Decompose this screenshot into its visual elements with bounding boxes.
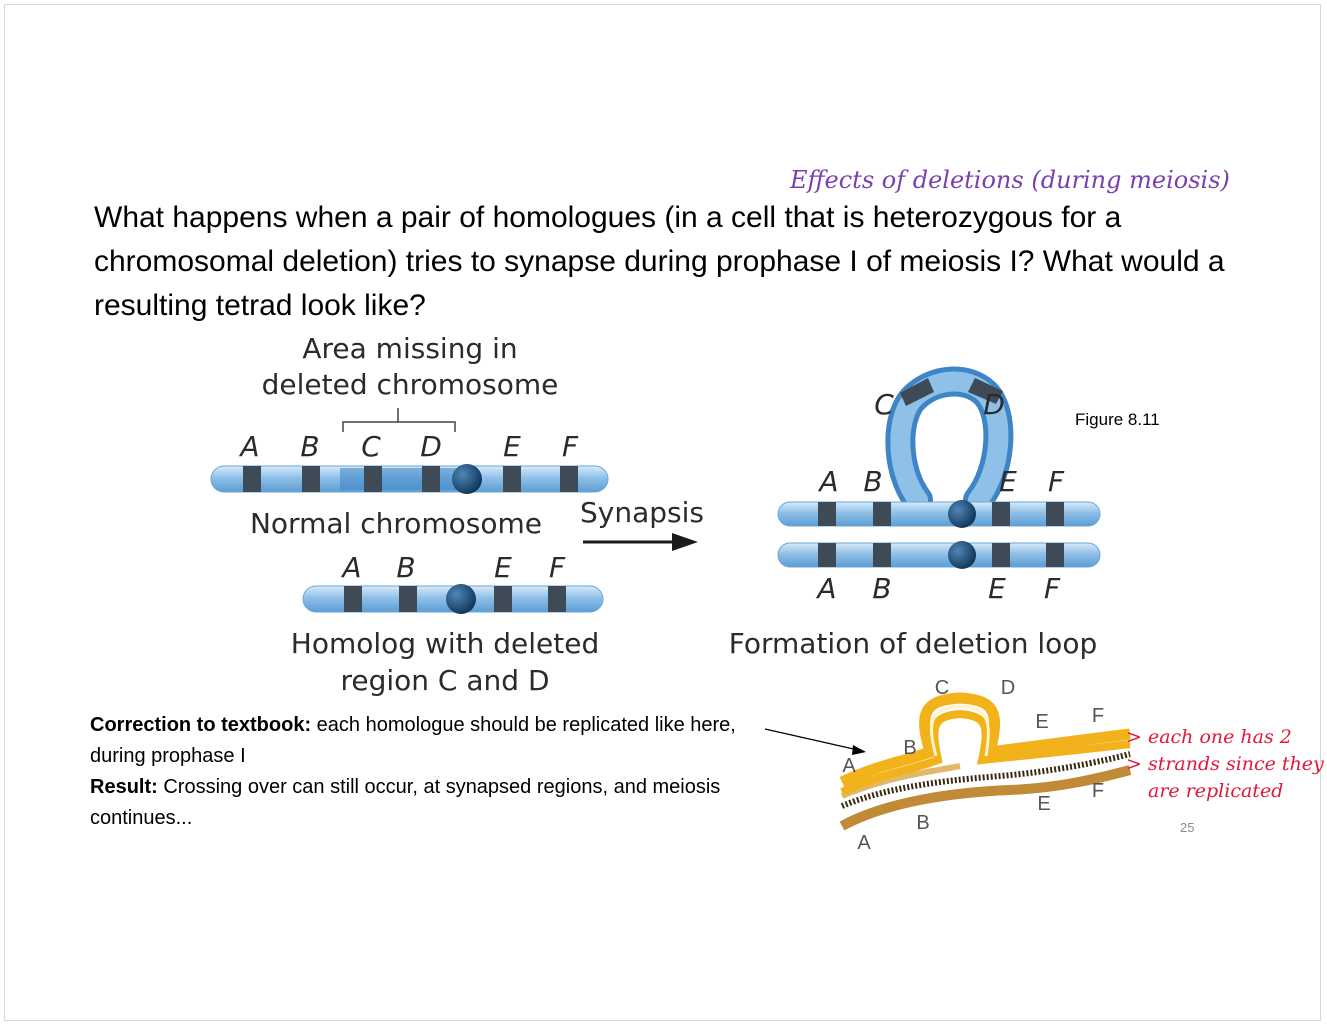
tetrad-gene-E-top: E: [1035, 711, 1048, 733]
loop-label: Formation of deletion loop: [729, 627, 1097, 660]
correction-note: Correction to textbook: each homologue s…: [90, 710, 760, 772]
gene-label-F: F: [562, 430, 579, 463]
handwritten-line-2: > strands since they: [1126, 753, 1324, 775]
synapsis-arrow: [583, 533, 698, 551]
paired-gene-A: A: [815, 572, 836, 605]
figure-label: Figure 8.11: [1075, 410, 1160, 429]
homolog-label-1: Homolog with deleted: [291, 627, 599, 660]
normal-chromosome-label: Normal chromosome: [250, 507, 542, 540]
notes: Correction to textbook: each homologue s…: [90, 710, 760, 834]
homolog-gene-E: E: [494, 551, 512, 584]
paired-gene-B: B: [872, 572, 891, 605]
gene-label-C: C: [361, 430, 381, 463]
loop-gene-D: D: [983, 388, 1005, 421]
homolog-gene-F: F: [549, 551, 566, 584]
tetrad-gene-F-bottom: F: [1092, 780, 1104, 802]
tetrad-gene-F-top: F: [1092, 705, 1104, 727]
handwritten-line-3: are replicated: [1148, 780, 1284, 802]
loop-gene-B: B: [863, 465, 882, 498]
handwritten-line-1: > each one has 2: [1126, 726, 1292, 748]
deleted-homolog: [302, 584, 604, 614]
tetrad-gene-A-top: A: [842, 755, 856, 777]
normal-chromosome: [210, 464, 609, 494]
result-heading: Result:: [90, 776, 158, 798]
tetrad-gene-D: D: [1001, 677, 1015, 699]
deletion-loop: [885, 366, 1014, 515]
gene-label-D: D: [420, 430, 442, 463]
slide: [4, 4, 1321, 1021]
paired-gene-E: E: [988, 572, 1006, 605]
missing-area-label-2: deleted chromosome: [262, 368, 559, 401]
question-text: What happens when a pair of homologues (…: [94, 201, 1225, 322]
tetrad-gene-B-bottom: B: [916, 812, 929, 834]
tetrad-gene-A-bottom: A: [857, 832, 871, 854]
tetrad-gene-E-bottom: E: [1037, 793, 1050, 815]
gene-label-E: E: [503, 430, 521, 463]
missing-area-label-1: Area missing in: [302, 332, 517, 365]
homolog-gene-B: B: [396, 551, 415, 584]
loop-gene-C: C: [874, 388, 894, 421]
annotation-title: Effects of deletions (during meiosis): [790, 166, 1230, 194]
homolog-label-2: region C and D: [340, 664, 549, 697]
paired-gene-F: F: [1044, 572, 1061, 605]
paired-chromosome-bottom: [777, 541, 1101, 569]
gene-label-A: A: [238, 430, 259, 463]
pointer-arrow: [764, 728, 866, 755]
replicated-tetrad: [839, 692, 1132, 831]
correction-heading: Correction to textbook:: [90, 714, 312, 736]
correction-text: each homologue should be replicated like…: [90, 714, 736, 767]
result-text: Crossing over can still occur, at synaps…: [90, 776, 721, 829]
tetrad-gene-B-top: B: [903, 737, 916, 759]
synapsis-label: Synapsis: [580, 496, 704, 529]
loop-gene-E: E: [999, 465, 1017, 498]
page-number: 25: [1180, 820, 1195, 835]
gene-label-B: B: [300, 430, 319, 463]
homolog-gene-A: A: [340, 551, 361, 584]
handwritten-note: > each one has 2 > strands since they ar…: [1126, 724, 1324, 805]
missing-area-bracket: [342, 408, 456, 432]
paired-chromosome-top: [777, 500, 1101, 528]
result-note: Result: Crossing over can still occur, a…: [90, 772, 760, 834]
loop-gene-F: F: [1048, 465, 1065, 498]
tetrad-gene-C: C: [935, 677, 949, 699]
loop-gene-A: A: [817, 465, 838, 498]
